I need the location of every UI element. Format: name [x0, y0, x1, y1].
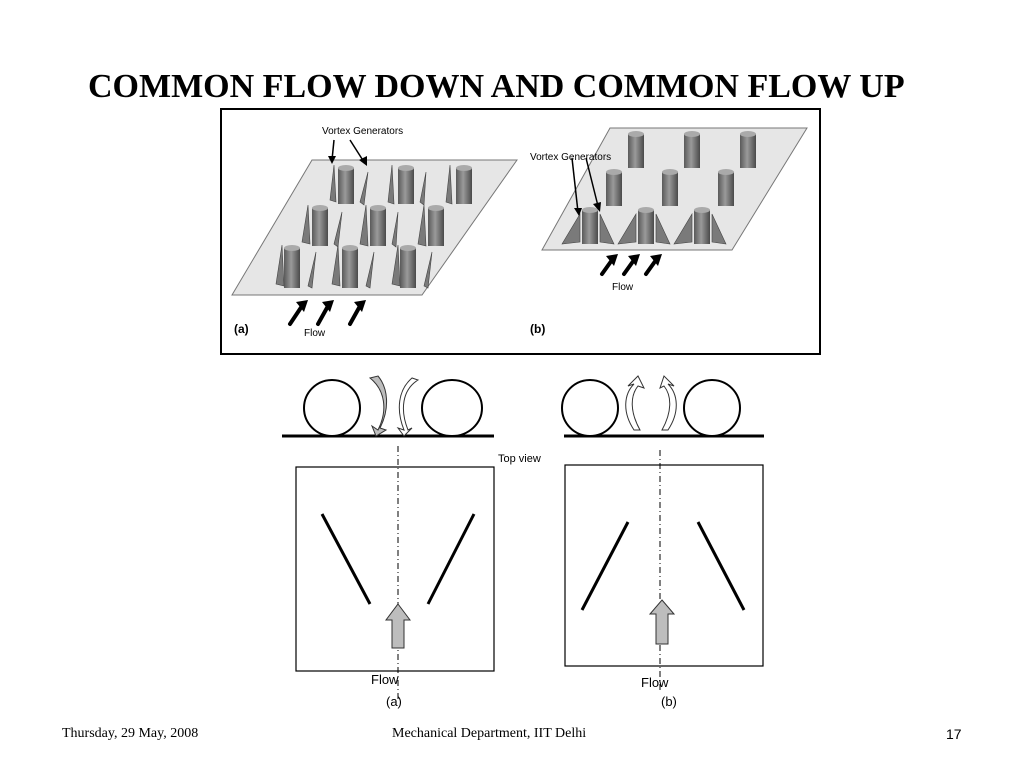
swirl-arrow-b-right: [659, 375, 677, 431]
vortex-fins-b: [561, 212, 727, 245]
schematic-flow-label-a: Flow: [371, 672, 399, 687]
slide-title: COMMON FLOW DOWN AND COMMON FLOW UP: [88, 68, 905, 105]
vg-left-a: [320, 513, 372, 605]
annotation-arrow-a-2: [349, 139, 365, 163]
cylinders-a: [284, 165, 472, 288]
flow-label-b: Flow: [612, 282, 634, 293]
annotation-arrow-b-2: [585, 157, 599, 207]
vortex-circle-b-left: [561, 379, 619, 437]
flow-arrows-b: [600, 258, 658, 276]
vg-right-b: [696, 521, 746, 611]
flow-arrow-b: [648, 599, 676, 645]
flow-arrows-a: [288, 304, 362, 326]
panel-tag-b: (b): [530, 322, 546, 336]
schematic-panel-tag-a: (a): [386, 694, 402, 709]
footer-department: Mechanical Department, IIT Delhi: [392, 726, 587, 741]
vg-left-b: [580, 521, 630, 611]
top-view-box-b: [564, 464, 764, 667]
panel-tag-a: (a): [234, 322, 249, 336]
vortex-circle-b-right: [683, 379, 741, 437]
vortex-circle-a-left: [303, 379, 361, 437]
swirl-arrow-a-left: [368, 375, 388, 437]
flow-arrow-a: [385, 603, 411, 649]
footer-date: Thursday, 29 May, 2008: [62, 726, 199, 741]
annotation-label-a: Vortex Generators: [322, 126, 404, 137]
footer-page-number: 17: [946, 726, 962, 742]
swirl-arrow-b-left: [625, 375, 645, 431]
vortex-circle-a-right: [421, 379, 483, 437]
vortex-generator-3d-drawing: [231, 127, 808, 326]
vg-right-a: [426, 513, 476, 605]
annotation-arrow-b-1: [571, 157, 579, 213]
top-view-box-a: [295, 466, 495, 672]
vortex-fins-a: [275, 164, 453, 289]
flow-label-a: Flow: [304, 328, 326, 339]
annotation-label-b: Vortex Generators: [530, 152, 612, 163]
top-view-label: Top view: [498, 453, 541, 465]
swirl-arrow-a-right: [396, 377, 420, 437]
schematic-flow-label-b: Flow: [641, 675, 669, 690]
vortex-generator-3d-figure: Vortex Generators Flow (a) Vortex Genera…: [220, 108, 821, 355]
schematic-panel-tag-b: (b): [661, 694, 677, 709]
cylinders-b: [582, 131, 756, 244]
